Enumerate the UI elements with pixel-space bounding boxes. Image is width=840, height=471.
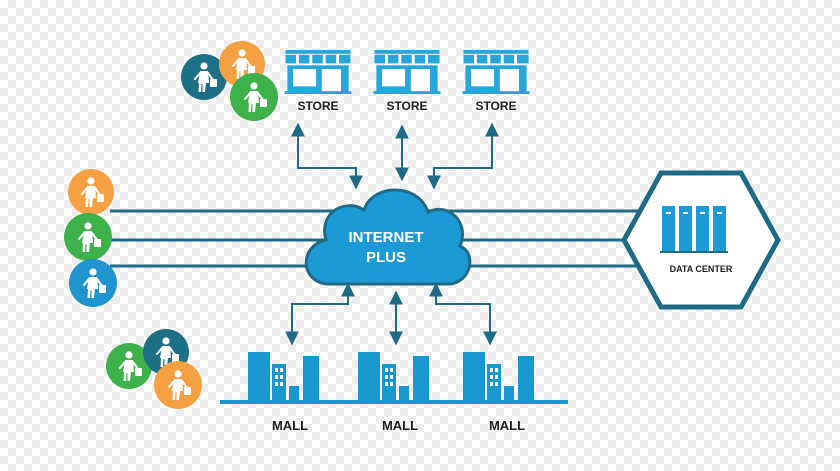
shoppers-bottom (106, 329, 202, 409)
mall-3: MALL (461, 352, 547, 433)
store-arrow-left (291, 122, 363, 190)
data-center: DATA CENTER (621, 170, 781, 310)
data-center-label: DATA CENTER (670, 264, 733, 274)
mall-arrows (285, 282, 497, 346)
store-3: STORE (462, 50, 530, 113)
mall-label: MALL (382, 418, 418, 433)
mall-1: MALL (246, 352, 332, 433)
mall-label: MALL (272, 418, 308, 433)
store-row: STORE STORE STORE (284, 50, 530, 113)
store-label: STORE (475, 99, 516, 113)
mall-buildings-icon (246, 352, 332, 402)
internet-plus-cloud: INTERNET PLUS (304, 188, 472, 286)
mall-buildings-icon (461, 352, 547, 402)
storefront-icon (373, 50, 441, 94)
shoppers-left (64, 169, 117, 307)
cloud-icon (304, 188, 472, 286)
mall-ground-line (220, 400, 568, 404)
server-rack-icon (660, 206, 728, 253)
store-label: STORE (297, 99, 338, 113)
shoppers-top (181, 41, 278, 121)
store-arrows (291, 122, 499, 190)
store-1: STORE (284, 50, 352, 113)
storefront-icon (284, 50, 352, 94)
store-label: STORE (386, 99, 427, 113)
mall-label: MALL (489, 418, 525, 433)
mall-row: MALL MALL MALL (220, 352, 568, 433)
cloud-label-line2: PLUS (366, 249, 406, 266)
cloud-label-line1: INTERNET (349, 229, 424, 246)
mall-buildings-icon (356, 352, 442, 402)
mall-arrow-left (285, 282, 355, 346)
storefront-icon (462, 50, 530, 94)
mall-2: MALL (356, 352, 442, 433)
store-arrow-right (427, 122, 499, 190)
mall-arrow-right (429, 282, 497, 346)
store-2: STORE (373, 50, 441, 113)
